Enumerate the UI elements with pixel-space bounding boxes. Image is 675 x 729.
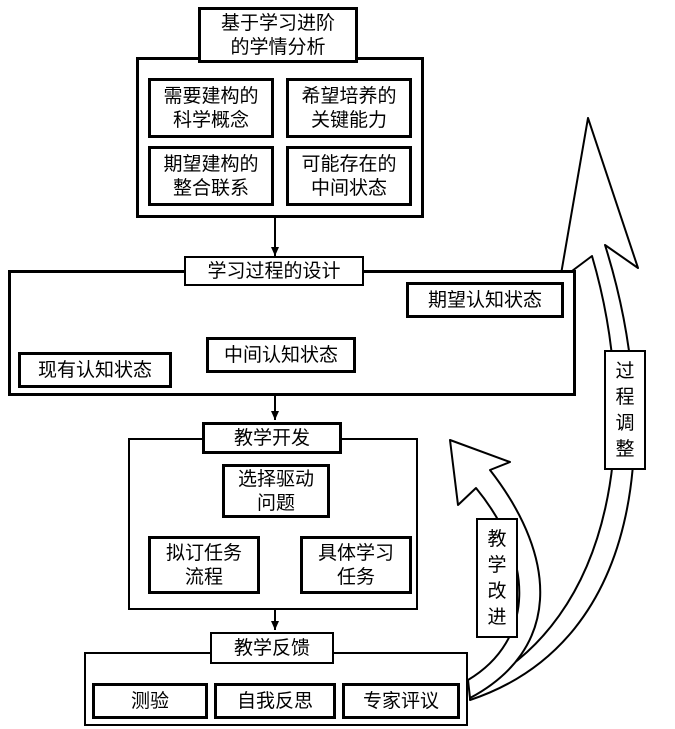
adjust-loop-arrow bbox=[469, 117, 639, 701]
analysis-item-concepts: 需要建构的 科学概念 bbox=[148, 78, 274, 138]
feedback-quiz: 测验 bbox=[92, 683, 208, 719]
driving-question: 选择驱动 问题 bbox=[222, 464, 330, 518]
feedback-title: 教学反馈 bbox=[210, 632, 334, 664]
analysis-item-abilities: 希望培养的 关键能力 bbox=[286, 78, 412, 138]
label-adjust: 过 程 调 整 bbox=[604, 350, 646, 470]
analysis-item-connections: 期望建构的 整合联系 bbox=[148, 146, 274, 206]
label-improve: 教 学 改 进 bbox=[476, 518, 518, 638]
state-middle: 中间认知状态 bbox=[206, 337, 356, 373]
analysis-item-intermediate: 可能存在的 中间状态 bbox=[286, 146, 412, 206]
feedback-self-reflection: 自我反思 bbox=[214, 683, 336, 719]
state-expected: 期望认知状态 bbox=[406, 282, 564, 318]
analysis-title: 基于学习进阶 的学情分析 bbox=[198, 7, 358, 63]
design-title: 学习过程的设计 bbox=[184, 256, 364, 286]
state-current: 现有认知状态 bbox=[18, 352, 172, 388]
develop-title: 教学开发 bbox=[202, 422, 342, 454]
feedback-expert-review: 专家评议 bbox=[342, 683, 460, 719]
learning-task: 具体学习 任务 bbox=[300, 536, 412, 594]
task-flow: 拟订任务 流程 bbox=[148, 536, 260, 594]
